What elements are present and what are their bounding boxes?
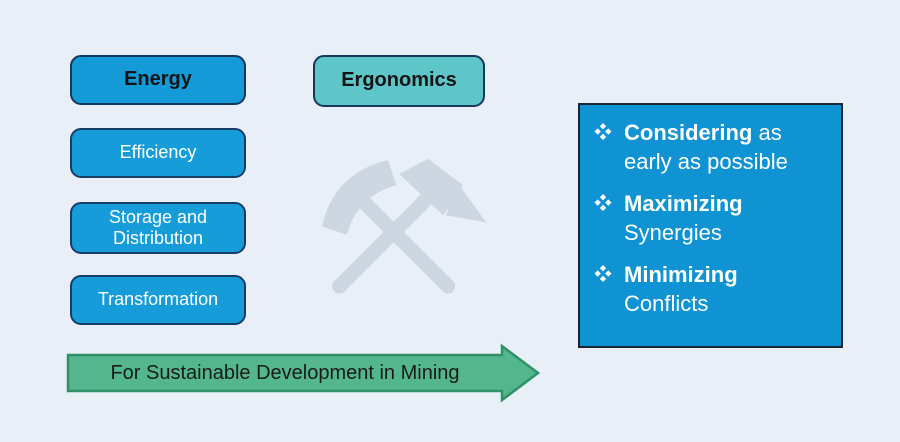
key-points-panel: Considering as early as possible Maximiz… (578, 103, 843, 348)
efficiency-box: Efficiency (70, 128, 246, 178)
transformation-box: Transformation (70, 275, 246, 325)
storage-distribution-label: Storage and Distribution (108, 206, 208, 248)
key-point-keyword: Considering (624, 120, 753, 145)
list-item: Minimizing Conflicts (593, 260, 829, 318)
efficiency-label: Efficiency (119, 142, 197, 163)
key-point-rest: Synergies (624, 220, 722, 245)
sustainable-development-arrow: For Sustainable Development in Mining (66, 343, 544, 403)
list-item: Maximizing Synergies (593, 189, 829, 247)
list-item: Considering as early as possible (593, 118, 829, 176)
diamond-bullet-icon (594, 123, 612, 140)
ergonomics-label: Ergonomics (341, 69, 457, 92)
arrow-label: For Sustainable Development in Mining (110, 361, 460, 384)
key-point-text: Considering as early as possible (624, 118, 822, 176)
storage-distribution-box: Storage and Distribution (70, 202, 246, 254)
key-point-keyword: Maximizing (624, 191, 743, 216)
diamond-bullet-icon (594, 194, 612, 211)
key-points-list: Considering as early as possible Maximiz… (593, 118, 829, 318)
transformation-label: Transformation (97, 289, 219, 310)
key-point-text: Minimizing Conflicts (624, 260, 822, 318)
diamond-bullet-icon (594, 265, 612, 282)
energy-label: Energy (124, 68, 192, 91)
crossed-hammer-and-pick-icon (321, 158, 487, 294)
key-point-rest: Conflicts (624, 291, 709, 316)
key-point-text: Maximizing Synergies (624, 189, 822, 247)
energy-box: Energy (70, 55, 246, 105)
right-arrow-shape (66, 343, 541, 403)
key-point-rest: as early as possible (624, 120, 788, 174)
key-point-keyword: Minimizing (624, 262, 738, 287)
ergonomics-box: Ergonomics (313, 55, 485, 107)
